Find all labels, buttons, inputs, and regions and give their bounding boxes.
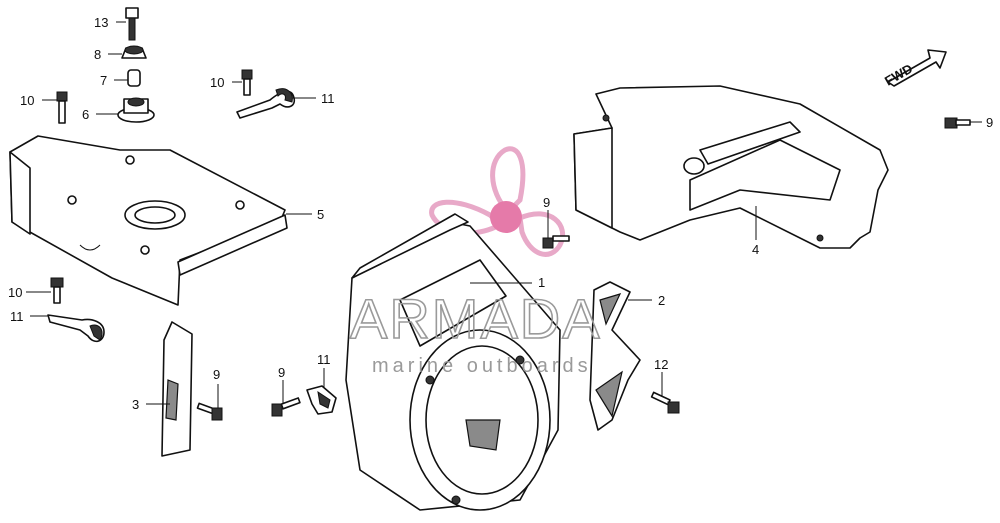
watermark-tagline: marine outboards — [372, 355, 592, 377]
callout-6: 6 — [82, 107, 89, 122]
callout-9-center: 9 — [278, 365, 285, 380]
leader-lines — [26, 21, 982, 408]
callout-5: 5 — [317, 207, 324, 222]
callout-10-top-left: 10 — [20, 93, 34, 108]
callout-9-right: 9 — [986, 115, 993, 130]
callout-11-left-clip: 11 — [10, 309, 24, 324]
callout-11-center: 11 — [317, 352, 331, 367]
bolt-13 — [125, 7, 139, 41]
callout-12: 12 — [654, 357, 668, 372]
callout-1: 1 — [538, 275, 545, 290]
callout-7: 7 — [100, 73, 107, 88]
callout-13: 13 — [94, 15, 108, 30]
callout-10-top-clip: 10 — [210, 75, 224, 90]
watermark-brand: ARMADA — [350, 287, 602, 350]
bolt-10-top-left — [56, 91, 68, 124]
part-4-air-guide — [573, 85, 889, 249]
clip-11-left — [47, 277, 105, 343]
clip-11-top — [236, 69, 296, 119]
collar-7 — [127, 69, 141, 87]
callout-8: 8 — [94, 47, 101, 62]
bolt-9-center — [271, 397, 301, 417]
callout-9-upper: 9 — [543, 195, 550, 210]
forward-label: FWD — [882, 61, 915, 89]
grommet-8 — [121, 45, 147, 59]
callout-11-top-clip: 11 — [321, 91, 335, 106]
callout-2: 2 — [658, 293, 665, 308]
part-2-bracket — [589, 281, 641, 431]
callout-labels: 13 8 7 6 10 10 11 5 10 11 3 9 9 11 9 1 2… — [8, 15, 993, 412]
callout-10-left-clip: 10 — [8, 285, 22, 300]
bolt-12 — [650, 391, 680, 414]
bolt-9-left — [196, 402, 223, 421]
bolt-9-upper — [542, 235, 570, 249]
mount-6 — [117, 97, 155, 123]
callout-3: 3 — [132, 397, 139, 412]
part-5-top-cover — [9, 135, 288, 306]
part-1-fan-shroud — [345, 213, 561, 511]
callout-9-left: 9 — [213, 367, 220, 382]
clip-11-center — [306, 385, 337, 415]
part-3-side-plate — [161, 321, 193, 457]
forward-direction-arrow-icon — [887, 49, 947, 87]
callout-4: 4 — [752, 242, 759, 257]
bolt-9-right — [944, 117, 971, 129]
